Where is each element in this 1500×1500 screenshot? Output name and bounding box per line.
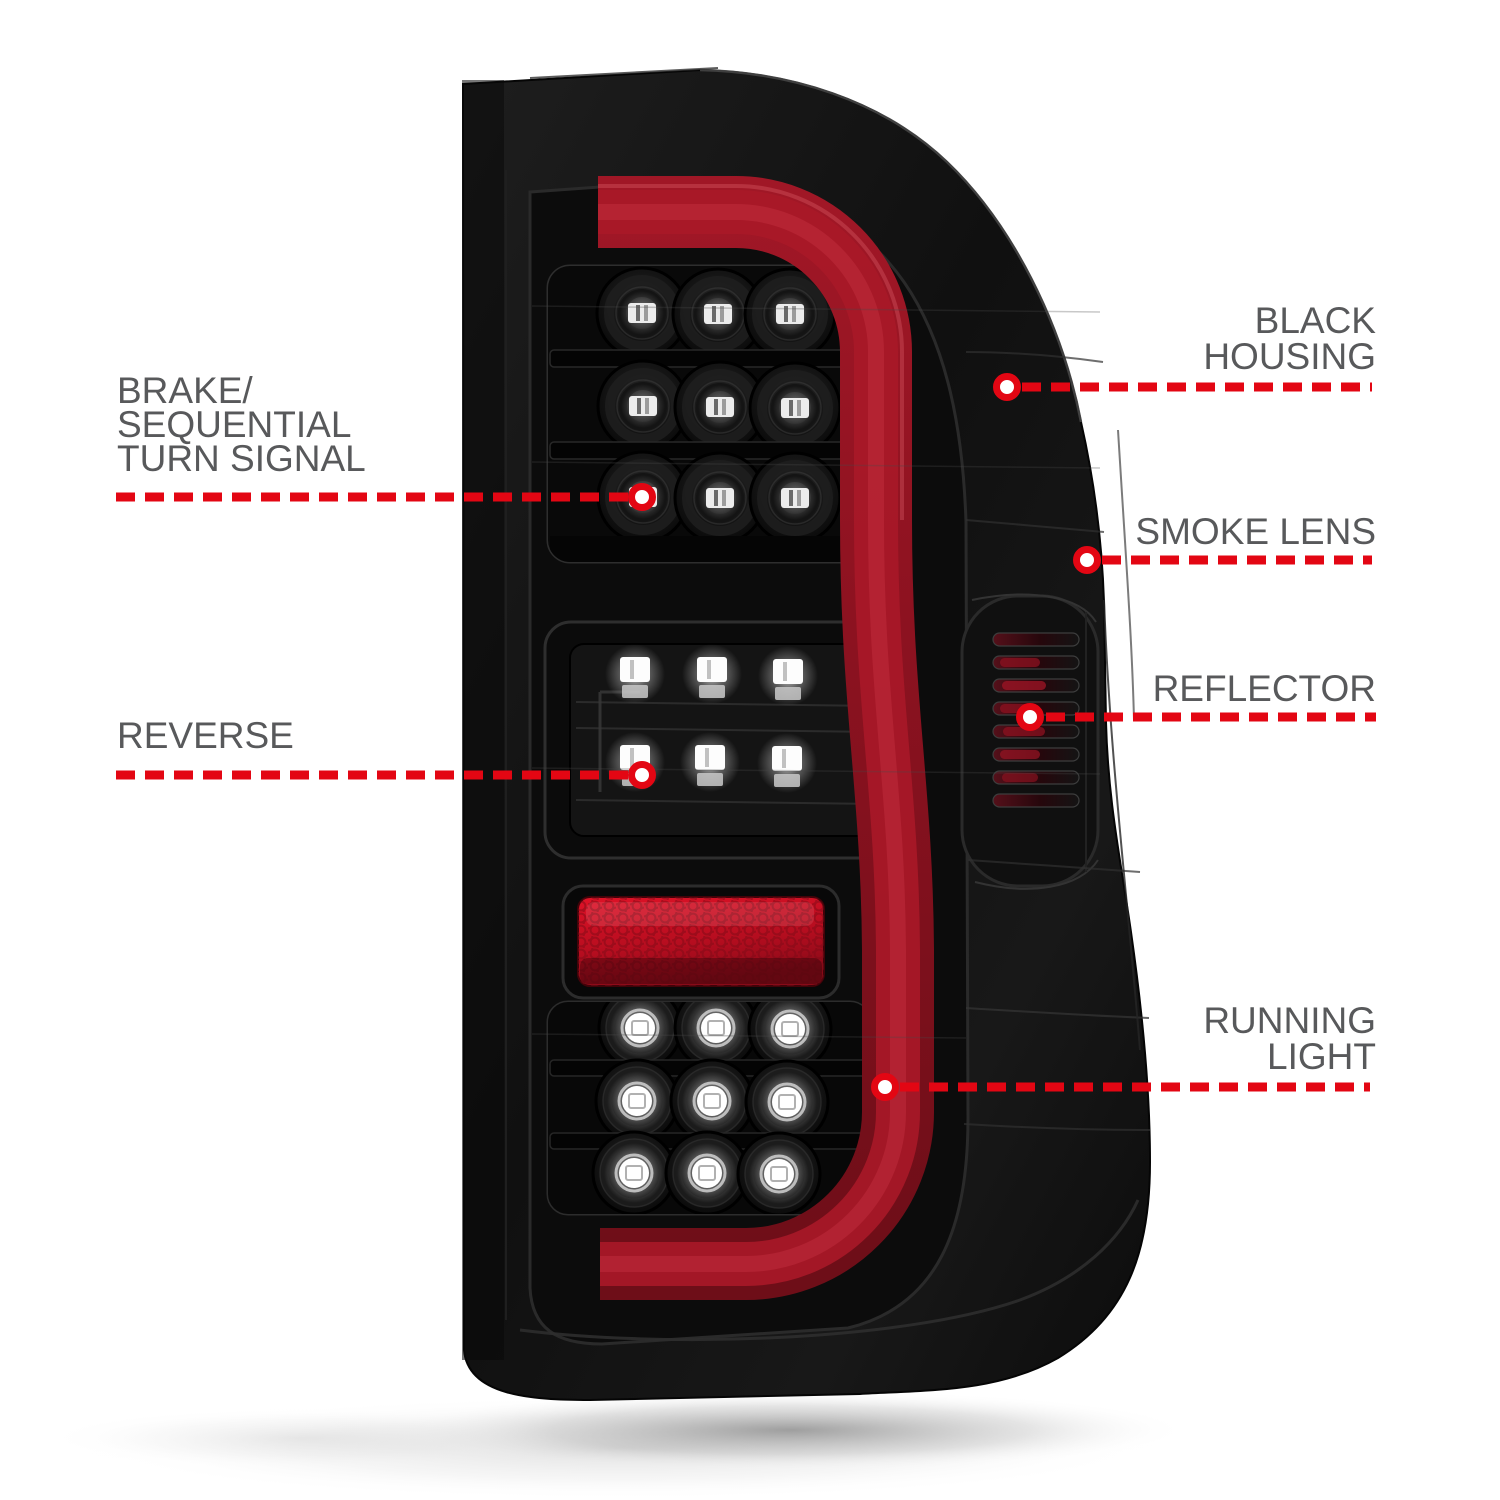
running-led-grid [546, 1000, 872, 1216]
label-line: SEQUENTIAL [117, 404, 352, 445]
callout-dot-reflector [1016, 703, 1044, 731]
callout-dot-brake [628, 483, 656, 511]
rear-reflector [561, 884, 841, 1000]
brake-led-grid [546, 264, 866, 564]
callout-dot-reverse [628, 761, 656, 789]
label-line: BLACK [1254, 300, 1376, 341]
label-line: TURN SIGNAL [117, 438, 366, 479]
callout-dot-black-housing [993, 373, 1021, 401]
callout-label-brake: BRAKE/ SEQUENTIAL TURN SIGNAL [117, 370, 547, 479]
floor-shadow [40, 1390, 1190, 1500]
label-line: REVERSE [117, 715, 294, 756]
label-line: LIGHT [1267, 1036, 1376, 1077]
reverse-lens [543, 620, 905, 860]
label-line: HOUSING [1203, 336, 1376, 377]
label-line: SMOKE LENS [1135, 511, 1376, 552]
callout-dot-running-light [871, 1073, 899, 1101]
callout-dot-smoke-lens [1073, 546, 1101, 574]
callout-label-running-light: RUNNING LIGHT [946, 1000, 1376, 1077]
callout-label-black-housing: BLACK HOUSING [946, 300, 1376, 377]
label-line: REFLECTOR [1152, 668, 1376, 709]
callout-label-smoke-lens: SMOKE LENS [946, 511, 1376, 552]
reflector-slats [960, 593, 1100, 890]
label-line: RUNNING [1203, 1000, 1376, 1041]
callout-label-reflector: REFLECTOR [946, 668, 1376, 709]
housing-seam-lines [505, 170, 1151, 1342]
label-line: BRAKE/ [117, 370, 253, 411]
red-light-bar [598, 176, 934, 1300]
callout-label-reverse: REVERSE [117, 715, 547, 756]
